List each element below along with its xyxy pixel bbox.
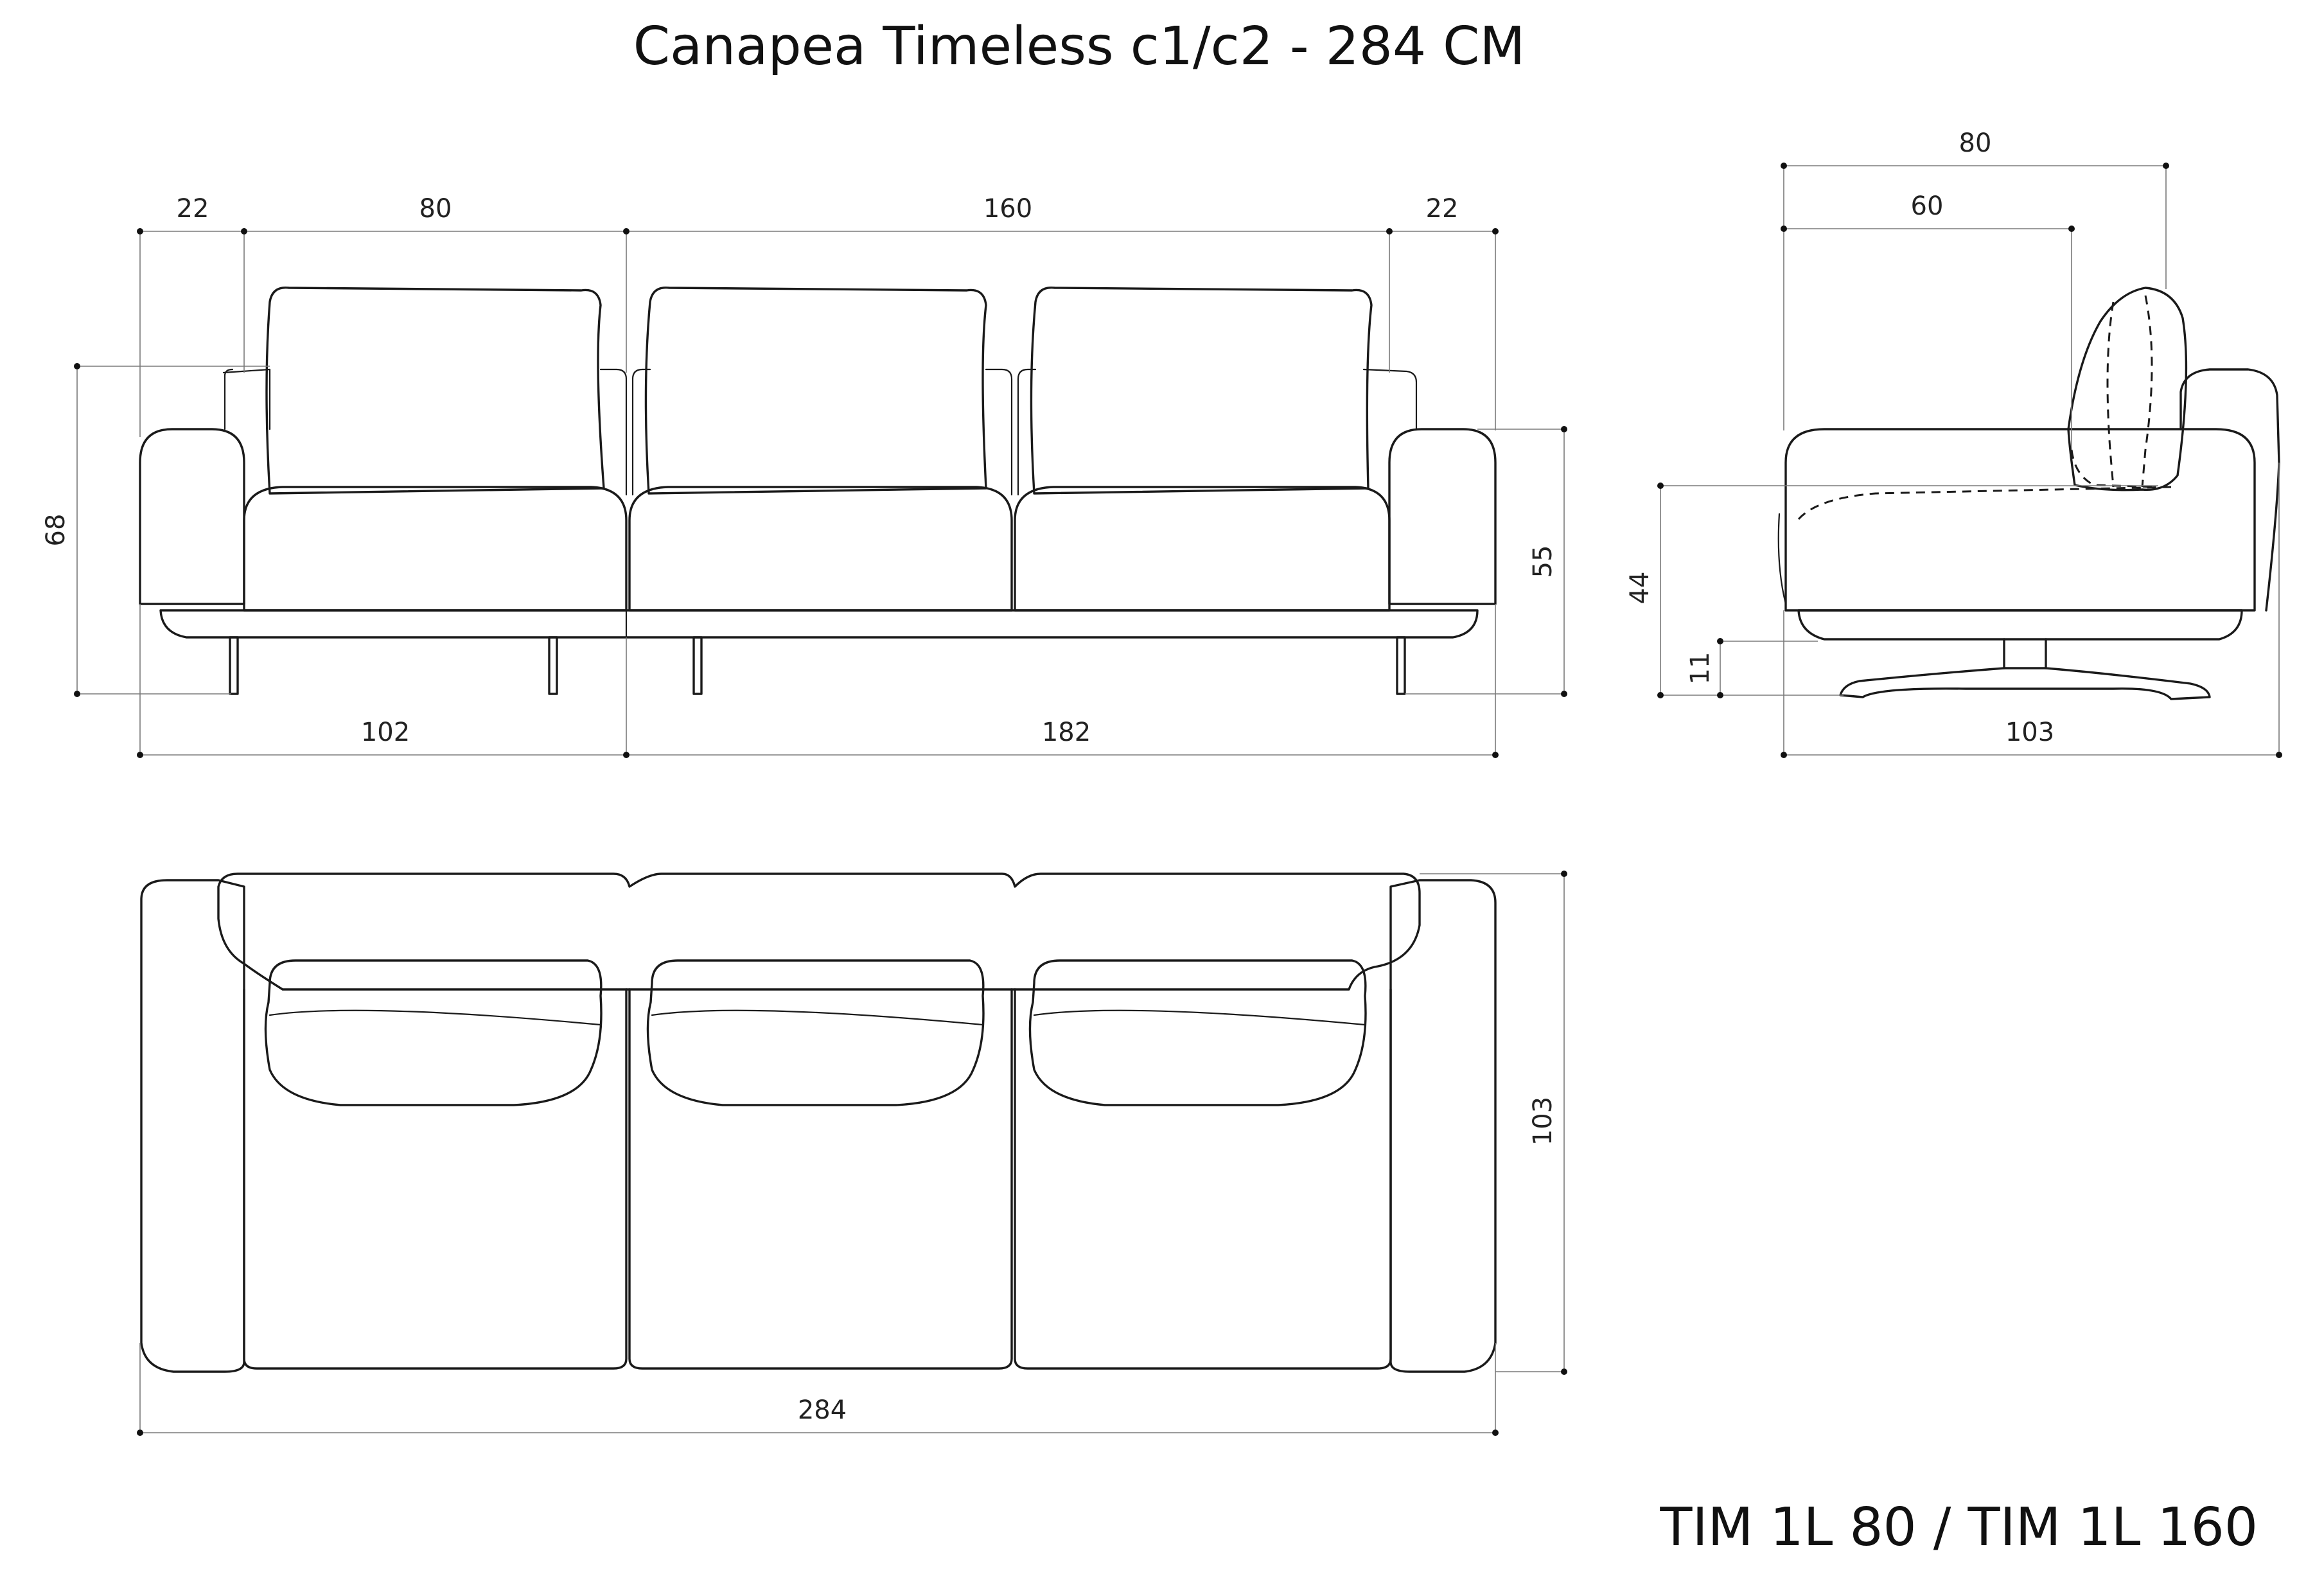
front-seat-cushion-1: [243, 486, 628, 612]
dim-front-arm-height: 55: [1528, 545, 1558, 578]
side-seat-body: [1784, 428, 2256, 612]
plan-left-armrest: [140, 879, 245, 1373]
dim-front-module-80: 80: [419, 194, 452, 224]
dim-front-right-arm-width: 22: [1426, 194, 1459, 224]
dim-front-left-arm-width: 22: [177, 194, 209, 224]
dim-side-leg-height: 11: [1686, 652, 1715, 685]
dim-side-depth-60: 60: [1911, 191, 1944, 221]
plan-seat-3: [1014, 988, 1392, 1370]
side-base: [1797, 609, 2243, 641]
plan-seat-2: [628, 988, 1013, 1370]
plan-view-dimensions: 103 284: [137, 871, 1567, 1436]
plan-right-armrest: [1389, 879, 1497, 1373]
front-view: [139, 286, 1497, 695]
plan-view: [140, 872, 1497, 1373]
plan-seat-1: [243, 988, 628, 1370]
side-swivel-stem: [1839, 638, 2211, 700]
dim-front-module-102: 102: [361, 718, 410, 747]
plan-back-cushion-1: [264, 959, 603, 1106]
front-leg-3: [692, 636, 703, 695]
dim-side-total-depth: 103: [2005, 718, 2054, 747]
plan-back-bolster: [217, 872, 1421, 991]
dim-front-module-160: 160: [983, 194, 1032, 224]
front-seat-cushion-2: [628, 486, 1013, 612]
model-code: TIM 1L 80 / TIM 1L 160: [1659, 1497, 2258, 1558]
dim-plan-width: 284: [798, 1395, 847, 1425]
front-view-dimensions: 22 80 160 22 68 55 102 182: [41, 194, 1567, 758]
plan-back-cushion-2: [646, 959, 985, 1106]
side-view-dimensions: 80 60 44 11 103: [1625, 128, 2282, 758]
drawing-title: Canapea Timeless c1/c2 - 284 CM: [633, 16, 1525, 77]
front-back-cushion-1: [265, 286, 605, 495]
front-seat-cushion-3: [1014, 486, 1391, 612]
front-back-cushion-2: [644, 286, 987, 495]
side-view: [1777, 287, 2280, 700]
front-base: [159, 609, 1479, 639]
dim-front-total-height: 68: [41, 514, 71, 547]
front-leg-2: [548, 636, 558, 695]
front-left-armrest: [139, 428, 245, 605]
front-right-armrest: [1388, 428, 1497, 605]
side-armrest: [2179, 368, 2280, 612]
side-back-cushion: [2067, 287, 2188, 491]
dim-side-depth-80: 80: [1959, 128, 1992, 158]
dim-side-seat-height: 44: [1625, 572, 1655, 605]
dim-plan-depth: 103: [1528, 1097, 1558, 1146]
front-back-cushion-3: [1030, 286, 1373, 495]
plan-back-cushion-3: [1028, 959, 1367, 1106]
dim-front-module-182: 182: [1042, 718, 1091, 747]
front-leg-4: [1396, 636, 1406, 695]
front-leg-1: [229, 636, 239, 695]
